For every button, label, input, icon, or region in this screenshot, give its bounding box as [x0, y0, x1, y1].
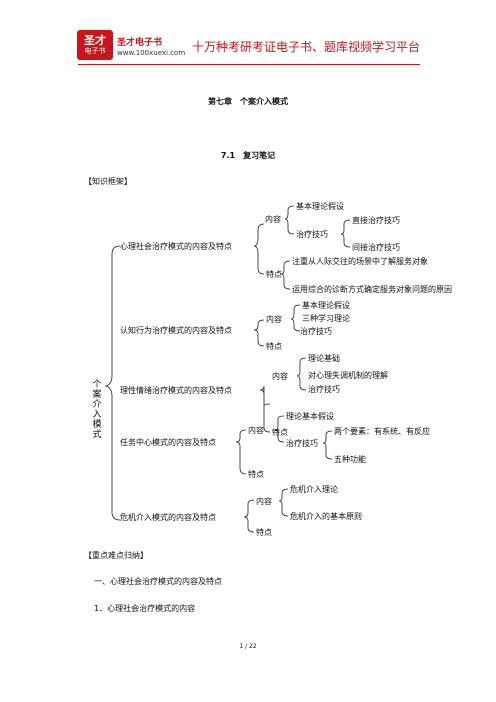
mm2-content: 内容: [266, 315, 282, 324]
mm2-basic: 基本理论假设: [302, 301, 350, 310]
framework-label: 【知识框架】: [84, 177, 132, 186]
bracket-m1-content: [284, 205, 295, 235]
mm3-content: 内容: [272, 372, 288, 381]
bracket-m4-content: [274, 415, 285, 443]
bracket-m3-content: [296, 357, 307, 391]
mm1-feature-2: 运用综合的诊断方式确定服务对象问题的原因: [292, 285, 452, 294]
header-divider: [78, 64, 420, 65]
mm2-theory: 三种学习理论: [302, 314, 350, 323]
mm1-content: 内容: [265, 215, 281, 224]
mindmap-root: 个案介入模式: [92, 380, 102, 440]
bracket-root: [104, 245, 121, 521]
bracket-m3: [259, 385, 271, 433]
mm1-basic: 基本理论假设: [296, 202, 344, 211]
mm5-label: 危机介入模式的内容及特点: [120, 513, 216, 522]
mm1-indirect: 间接治疗技巧: [352, 243, 400, 252]
mm5-principle: 危机介入的基本原则: [290, 512, 362, 521]
heading-2: 1．心理社会治疗模式的内容: [94, 604, 196, 613]
mm4-elements: 两个要素：有系统、有反应: [334, 427, 430, 436]
mm5-feature: 特点: [256, 528, 272, 537]
mm1-direct: 直接治疗技巧: [352, 216, 400, 225]
bracket-m2: [253, 319, 265, 347]
mm1-feature: 特点: [266, 270, 282, 279]
mm4-content: 内容: [248, 426, 264, 435]
mm2-feature: 特点: [266, 342, 282, 351]
section-title: 7.1 复习笔记: [220, 151, 276, 160]
bracket-m1-tech: [340, 219, 351, 248]
mm1-tech: 治疗技巧: [296, 230, 328, 239]
key-points-label: 【重点难点归纳】: [84, 551, 148, 560]
mm4-tech: 治疗技巧: [286, 439, 318, 448]
mm2-tech: 治疗技巧: [300, 327, 332, 336]
header-slogan: 十万种考研考证电子书、题库视频学习平台: [192, 40, 421, 54]
mm2-label: 认知行为治疗模式的内容及特点: [120, 326, 232, 335]
mm3-basis: 理论基础: [308, 354, 340, 363]
bracket-m1-feature: [280, 260, 291, 290]
mm3-label: 理性情绪治疗模式的内容及特点: [120, 386, 232, 395]
bracket-m5-content: [278, 488, 289, 517]
bracket-m4-tech: [322, 430, 333, 460]
bracket-m1: [253, 223, 265, 275]
mm1-label: 心理社会治疗模式的内容及特点: [120, 242, 232, 251]
bracket-m2-content: [290, 304, 301, 332]
brand-url[interactable]: www.100xuexi.com: [117, 49, 186, 57]
mm3-feature: 特点: [272, 428, 288, 437]
logo-text-bottom: 电子书: [84, 47, 106, 55]
heading-1: 一、心理社会治疗模式的内容及特点: [94, 577, 222, 586]
brand-name: 圣才电子书: [117, 38, 163, 48]
mm4-functions: 五种功能: [334, 455, 366, 464]
bracket-m5: [243, 499, 255, 533]
chapter-title: 第七章 个案介入模式: [208, 97, 288, 106]
mm5-content: 内容: [256, 497, 272, 506]
page-number: 1 / 22: [239, 643, 257, 650]
logo-text-top: 圣才: [84, 34, 106, 47]
mm1-feature-1: 注重从人际交往的场景中了解服务对象: [292, 257, 428, 266]
mm4-label: 任务中心模式的内容及特点: [120, 438, 216, 447]
bracket-m4: [235, 429, 247, 475]
mm3-mechanism: 对心理失调机制的理解: [308, 371, 388, 380]
mm4-basic: 理论基本假设: [286, 412, 334, 421]
brand-logo: 圣才 电子书: [77, 30, 113, 60]
mm3-tech: 治疗技巧: [308, 385, 340, 394]
mm5-theory: 危机介入理论: [290, 485, 338, 494]
mm4-feature: 特点: [248, 470, 264, 479]
